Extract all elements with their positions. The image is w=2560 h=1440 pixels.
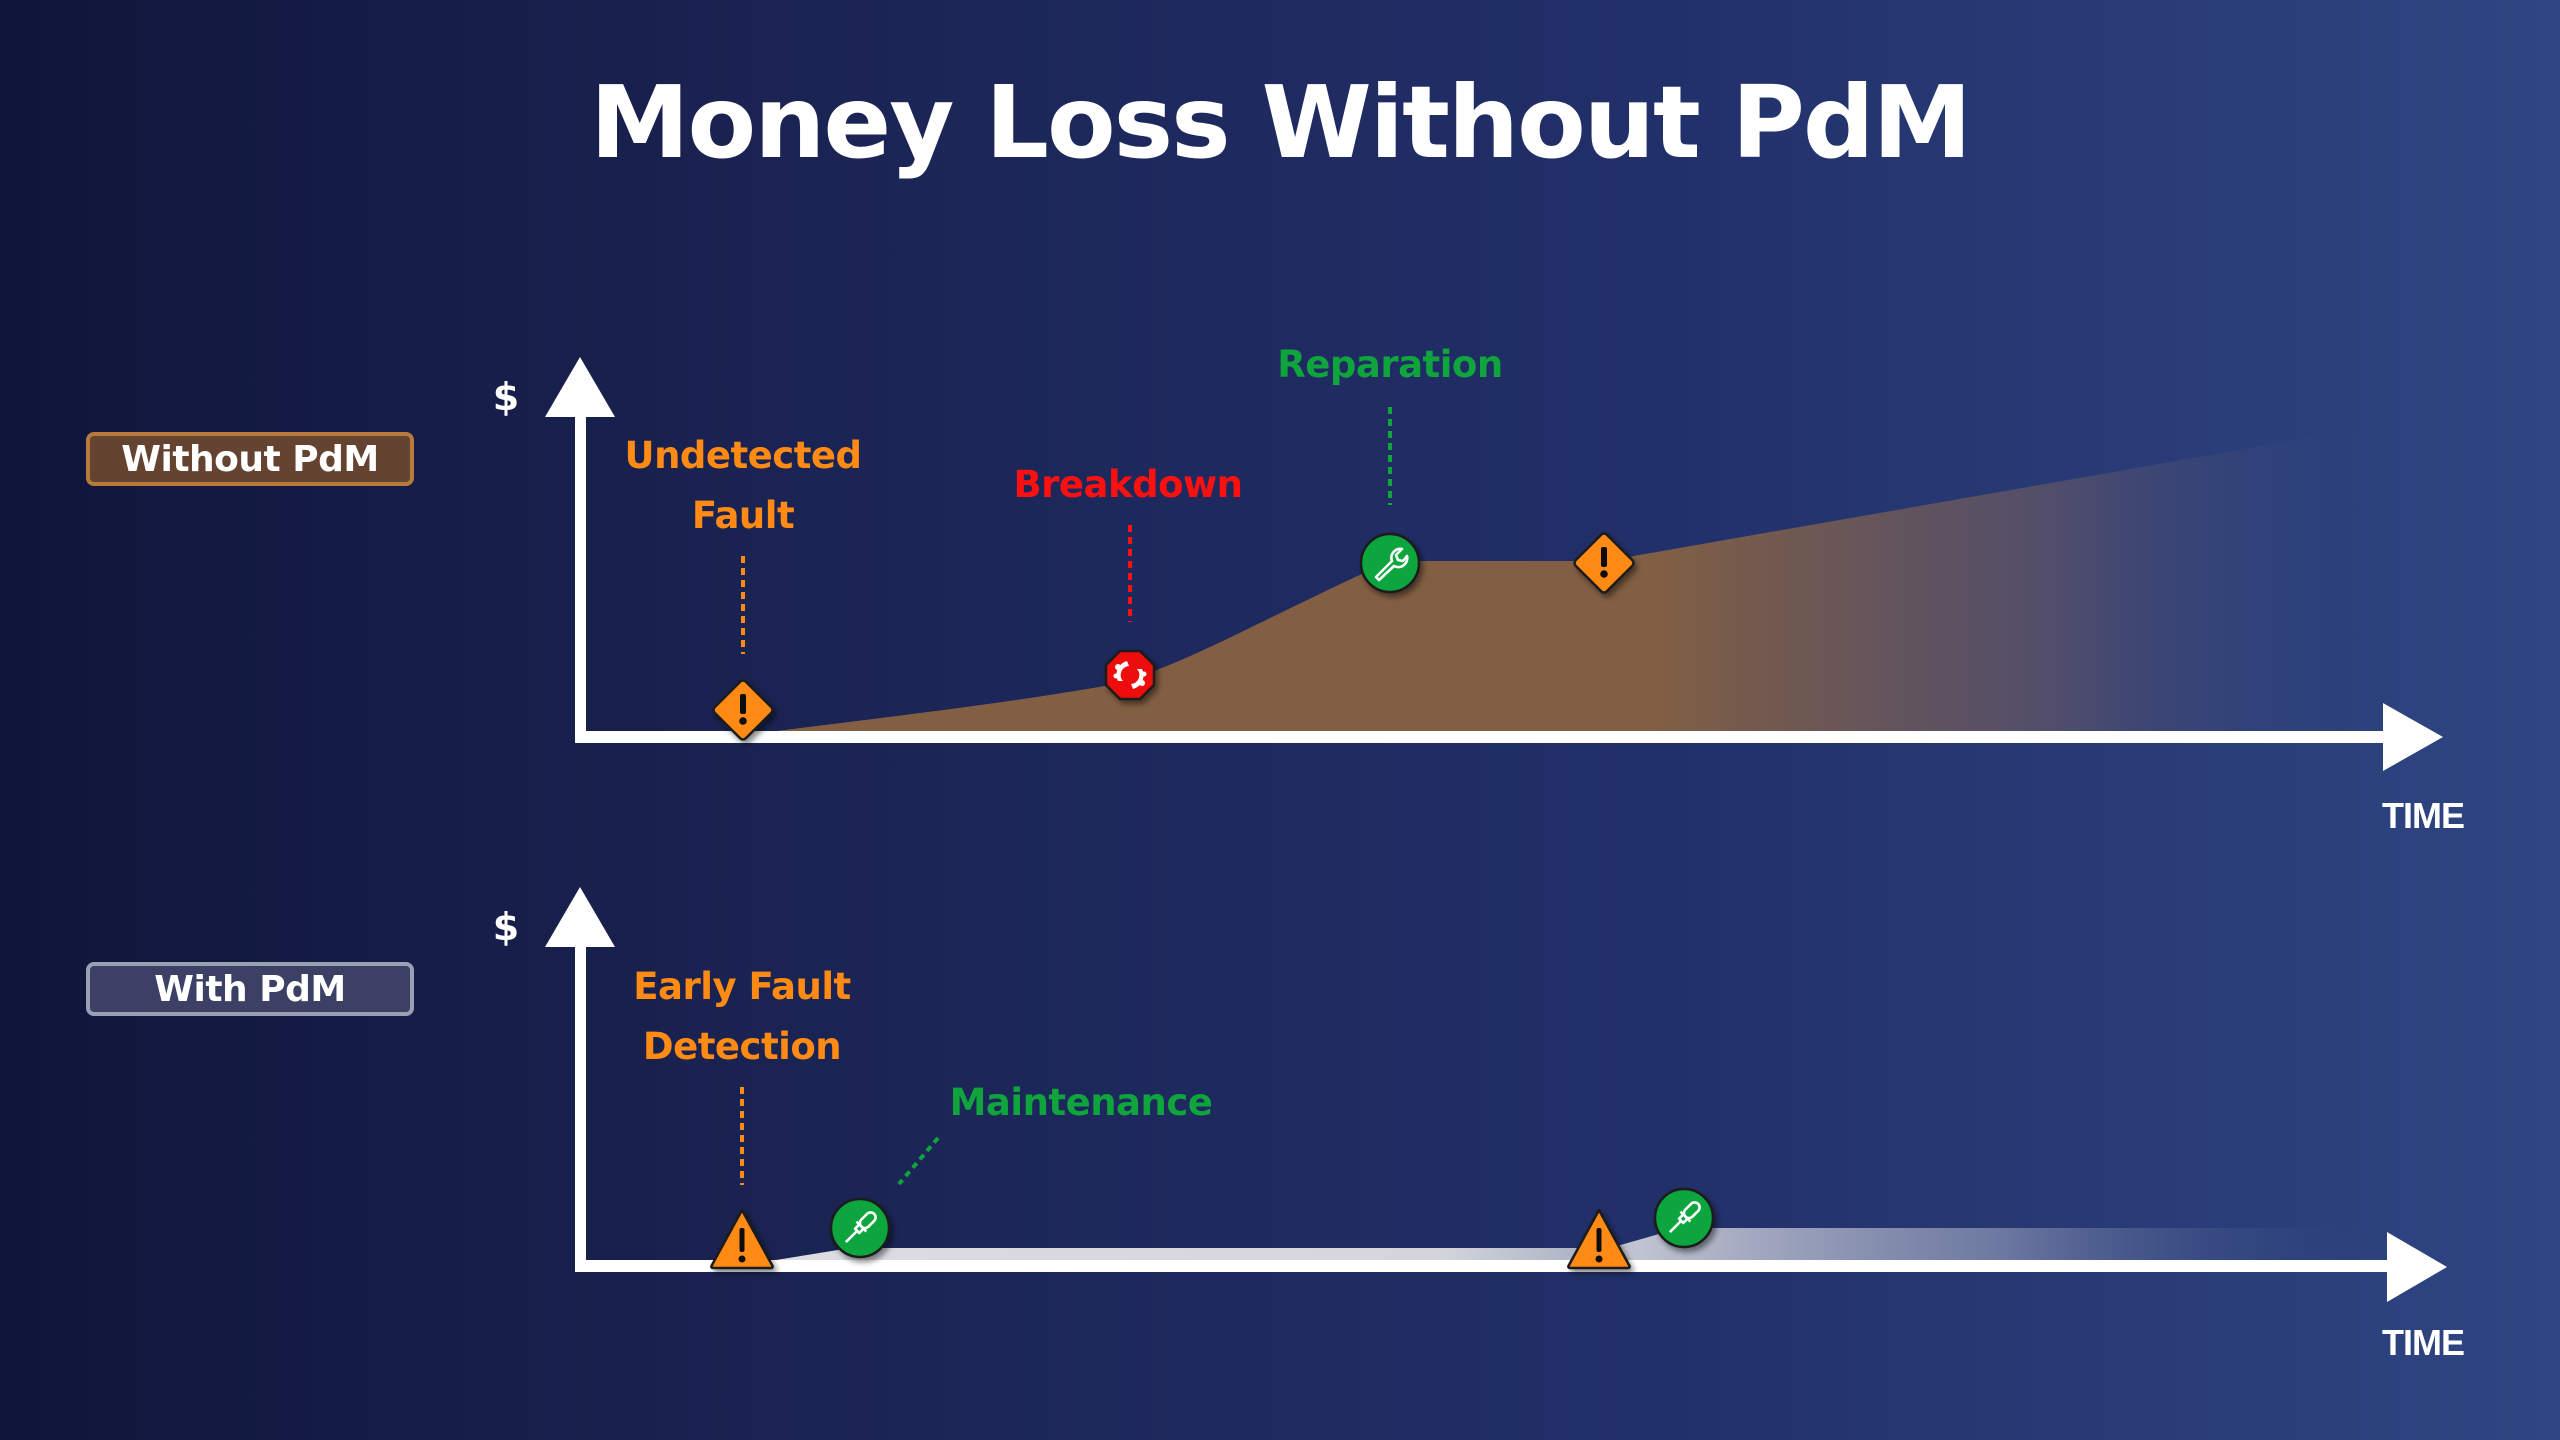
page-title: Money Loss Without PdM <box>590 64 1972 181</box>
bottom-y-axis <box>575 940 586 1272</box>
breakdown-label: Breakdown <box>1013 455 1243 515</box>
bottom-y-axis-arrowhead <box>545 887 615 947</box>
label-line: Reparation <box>1277 343 1503 386</box>
bottom-loss-band-fade <box>1610 1228 2370 1261</box>
top-x-axis-arrowhead <box>2383 703 2443 771</box>
bottom-y-axis-label: $ <box>492 905 520 949</box>
label-line: Fault <box>691 494 795 537</box>
label-line: Undetected <box>624 434 862 477</box>
screwdriver-circle-icon <box>1653 1187 1715 1249</box>
maintenance-label: Maintenance <box>950 1073 1213 1133</box>
bottom-x-axis-arrowhead <box>2387 1232 2447 1302</box>
top-y-axis <box>575 410 586 743</box>
bottom-chart <box>545 887 2447 1302</box>
label-line: Detection <box>642 1025 842 1068</box>
label-line: Early Fault <box>633 965 851 1008</box>
top-y-axis-arrowhead <box>545 357 615 417</box>
early-fault-detection-label: Early Fault Detection <box>633 957 851 1077</box>
top-chart <box>545 357 2443 771</box>
screwdriver-circle-icon <box>829 1197 891 1259</box>
bottom-loss-band <box>770 1248 1590 1261</box>
without-pdm-badge: Without PdM <box>86 432 414 486</box>
top-y-axis-label: $ <box>492 375 520 419</box>
bottom-x-axis-label: TIME <box>2382 1322 2465 1363</box>
broken-gear-octagon-icon <box>1104 649 1156 701</box>
warning-triangle-icon <box>710 1208 774 1270</box>
with-pdm-badge: With PdM <box>86 962 414 1016</box>
maintenance-leader <box>897 1136 940 1186</box>
top-x-axis-label: TIME <box>2382 795 2465 836</box>
bottom-x-axis <box>575 1260 2395 1272</box>
label-line: Breakdown <box>1013 463 1243 506</box>
top-loss-area <box>760 428 2365 733</box>
warning-diamond-icon <box>1573 532 1635 594</box>
label-line: Maintenance <box>949 1081 1213 1124</box>
reparation-label: Reparation <box>1277 335 1503 395</box>
wrench-circle-icon <box>1359 532 1421 594</box>
top-x-axis <box>575 731 2390 743</box>
warning-triangle-icon <box>1567 1208 1631 1270</box>
undetected-fault-label: Undetected Fault <box>625 426 862 546</box>
warning-diamond-icon <box>712 679 774 741</box>
